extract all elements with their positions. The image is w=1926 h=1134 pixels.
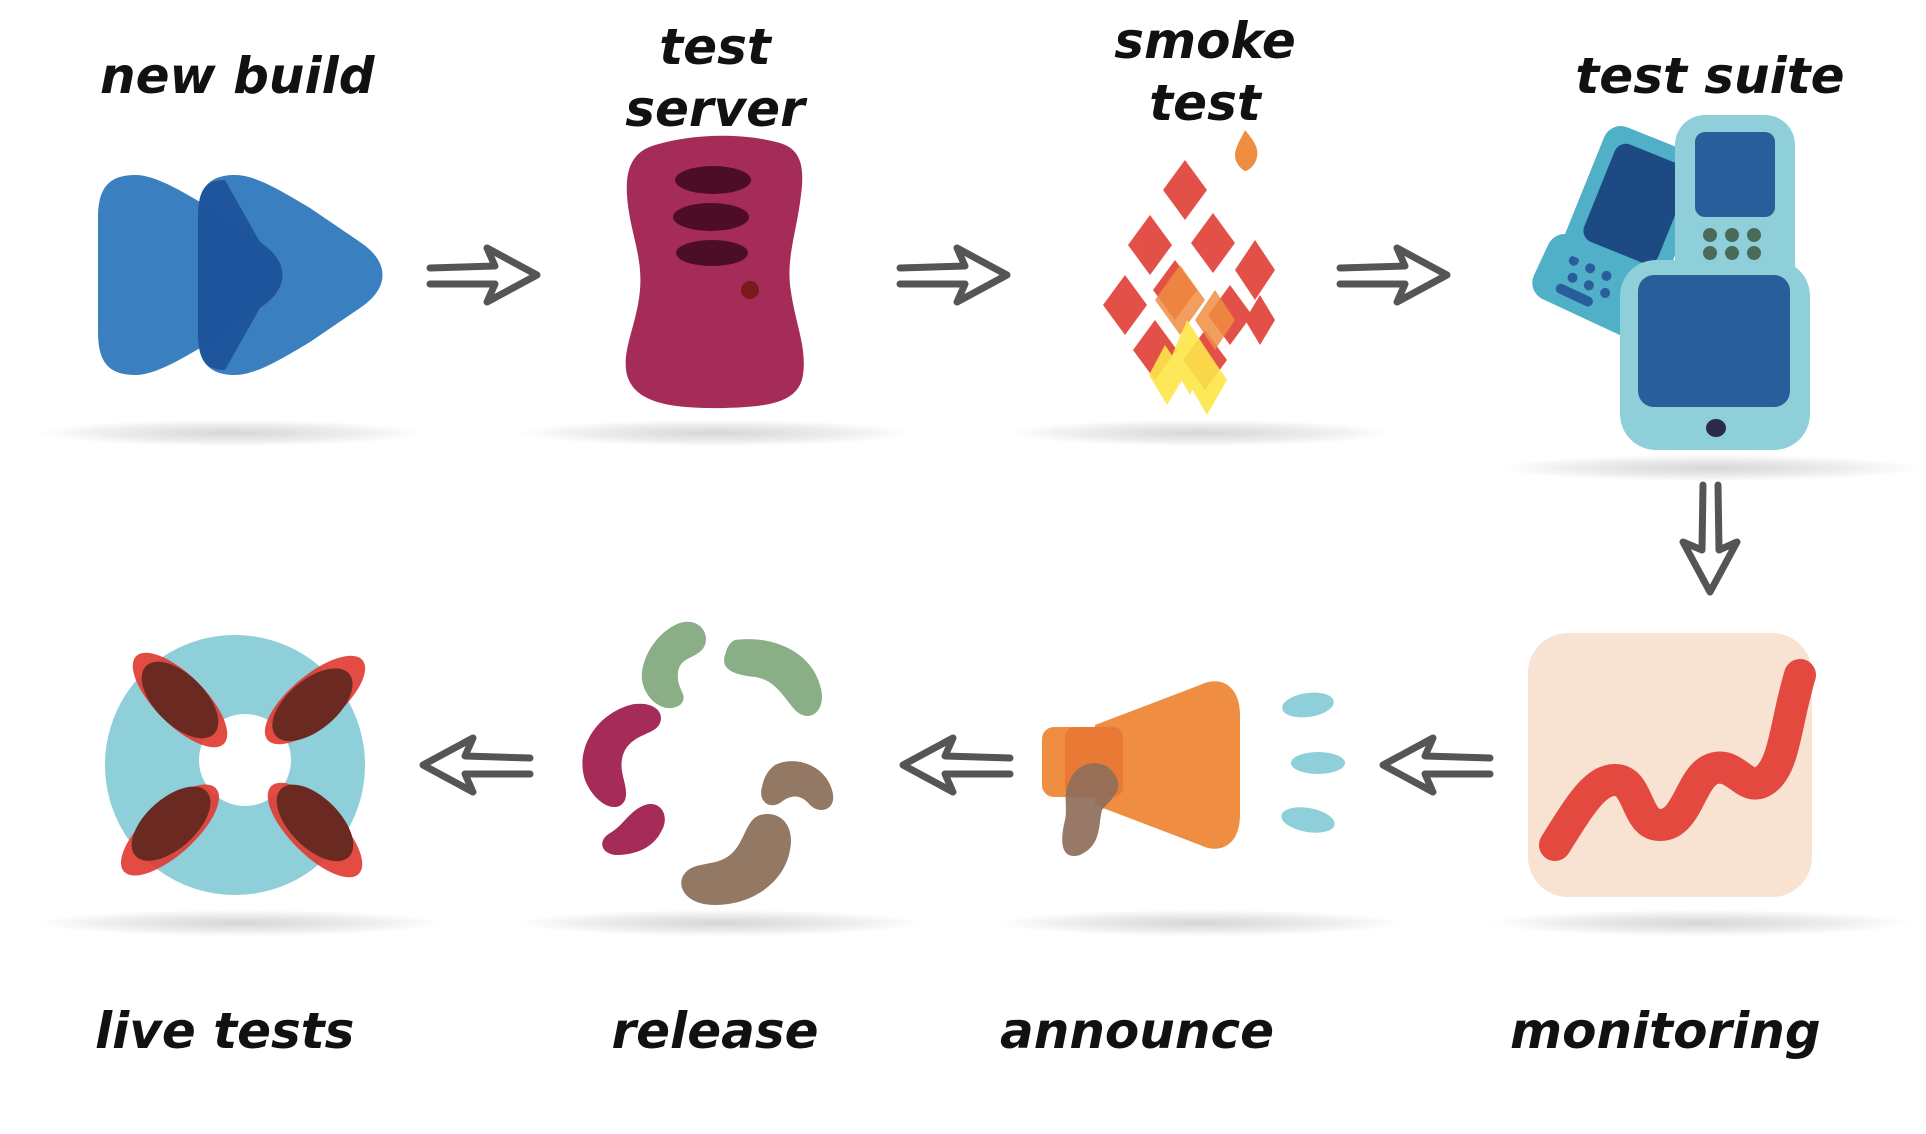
arrow-left-3 [419, 734, 534, 796]
shadow-smoke-test [1010, 420, 1390, 446]
shadow-release [520, 910, 920, 936]
arrow-right-3 [1336, 244, 1451, 306]
label-live-tests: live tests [95, 1002, 355, 1060]
label-announce: announce [1000, 1002, 1275, 1060]
server-icon [625, 135, 804, 409]
label-test-suite: test suite [1575, 47, 1845, 105]
label-test-server: test server [625, 18, 805, 138]
shadow-announce [1000, 910, 1400, 936]
fast-forward-icon [98, 175, 383, 375]
scatter-shapes-icon [582, 621, 834, 905]
arrow-right-1 [426, 244, 541, 306]
arrow-right-2 [896, 244, 1011, 306]
shadow-new-build [40, 420, 420, 446]
label-release: release [611, 1002, 819, 1060]
label-smoke-test: smoke test [1114, 12, 1296, 132]
shadow-live-tests [40, 910, 440, 936]
shadow-monitoring [1490, 910, 1910, 936]
arrow-down [1679, 481, 1741, 596]
label-new-build: new build [100, 47, 375, 105]
shadow-test-server [520, 420, 910, 446]
arrow-left-2 [899, 734, 1014, 796]
megaphone-icon [1042, 681, 1345, 857]
fire-icon [1103, 130, 1275, 415]
label-monitoring: monitoring [1510, 1002, 1821, 1060]
arrow-left-1 [1379, 734, 1494, 796]
chart-icon [1528, 633, 1816, 897]
devices-icon [1532, 115, 1810, 450]
lifebuoy-icon [105, 635, 366, 895]
shadow-test-suite [1500, 455, 1920, 481]
